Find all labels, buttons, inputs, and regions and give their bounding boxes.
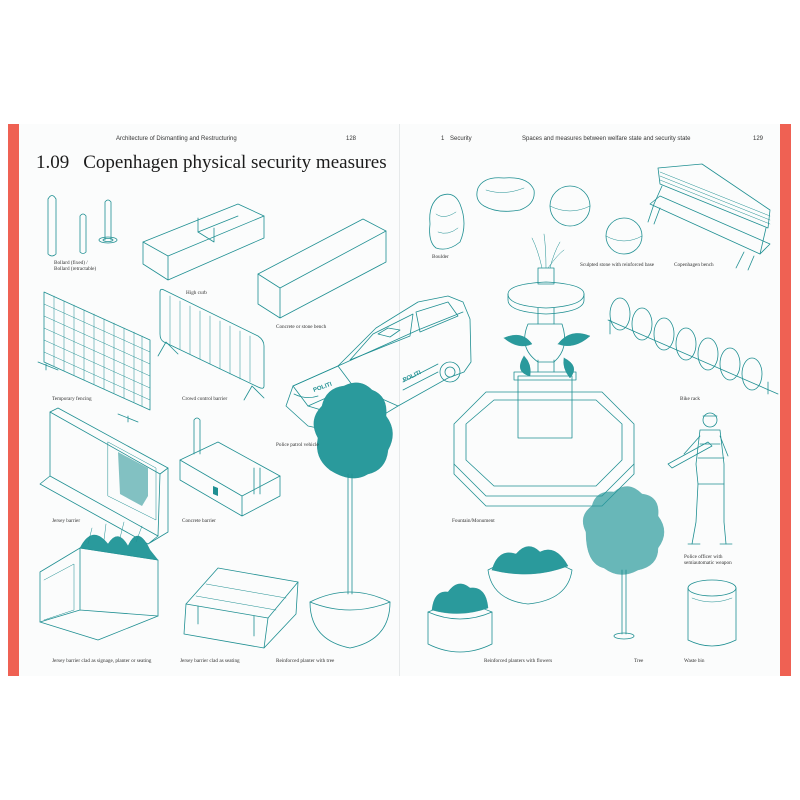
caption-temporary-fencing: Temporary fencing [52,396,92,402]
right-section-title: Security [450,136,472,142]
high-curb-illustration [142,203,265,281]
tree-illustration [582,486,665,640]
caption-waste-bin: Waste bin [684,658,705,664]
right-section-number: 1 [441,136,445,142]
bike-rack-illustration [607,297,779,395]
planters-flowers-illustration [427,546,573,653]
caption-high-curb: High curb [186,290,207,296]
right-page-number: 129 [753,136,764,142]
planter-tree-illustration [309,382,393,649]
boulder-illustration [429,177,535,250]
copenhagen-bench-illustration [647,163,771,271]
waste-bin-illustration [687,579,737,647]
jersey-seating-illustration [183,567,299,649]
caption-boulder: Boulder [432,254,449,260]
left-page-number: 128 [346,136,357,142]
police-officer-illustration [667,412,733,545]
caption-crowd-barrier: Crowd control barrier [182,396,228,402]
left-running-title: Architecture of Dismantling and Restruct… [116,136,237,142]
book-spread: Architecture of Dismantling and Restruct… [8,124,791,676]
caption-sculpted-stone: Sculpted stone with reinforced base [580,262,655,268]
jersey-barrier-illustration [39,407,169,545]
caption-tree: Tree [634,658,644,664]
concrete-bench-illustration [257,218,387,319]
book-gutter [399,124,400,676]
caption-planters-flowers: Reinforced planters with flowers [484,658,553,664]
caption-concrete-bench: Concrete or stone bench [276,324,327,330]
page-title: 1.09 Copenhagen physical security measure… [36,152,387,174]
temporary-fencing-illustration [37,291,151,423]
caption-copenhagen-bench: Copenhagen bench [674,262,714,268]
caption-police-vehicle: Police patrol vehicle [276,442,319,448]
caption-bike-rack: Bike rack [680,396,701,402]
concrete-barrier-illustration [179,417,281,517]
caption-jersey-signage: Jersey barrier clad as signage, planter … [52,658,152,664]
crowd-barrier-illustration [157,288,265,401]
title-number: 1.09 [36,152,70,173]
title-text: Copenhagen physical security measures [83,152,387,173]
bollard-illustration [47,195,118,257]
caption-jersey-barrier: Jersey barrier [52,518,81,524]
caption-jersey-seating: Jersey barrier clad as seating [180,658,240,664]
right-page-edge [780,124,791,676]
caption-police-officer: Police officer with semiautomatic weapon [684,554,732,567]
caption-fountain: Fountain/Monument [452,518,495,524]
caption-concrete-barrier: Concrete barrier [182,518,216,524]
caption-planter-tree: Reinforced planter with tree [276,658,335,664]
jersey-planter-illustration [39,521,159,641]
fountain-illustration [453,233,635,507]
illustration-canvas: POLITI POLITI [37,163,779,653]
left-page-edge [8,124,19,676]
right-running-title: Spaces and measures between welfare stat… [522,136,691,142]
sculpted-stone-illustration [549,185,643,255]
caption-bollard: Bollard (fixed) / Bollard (retractable) [54,260,97,273]
